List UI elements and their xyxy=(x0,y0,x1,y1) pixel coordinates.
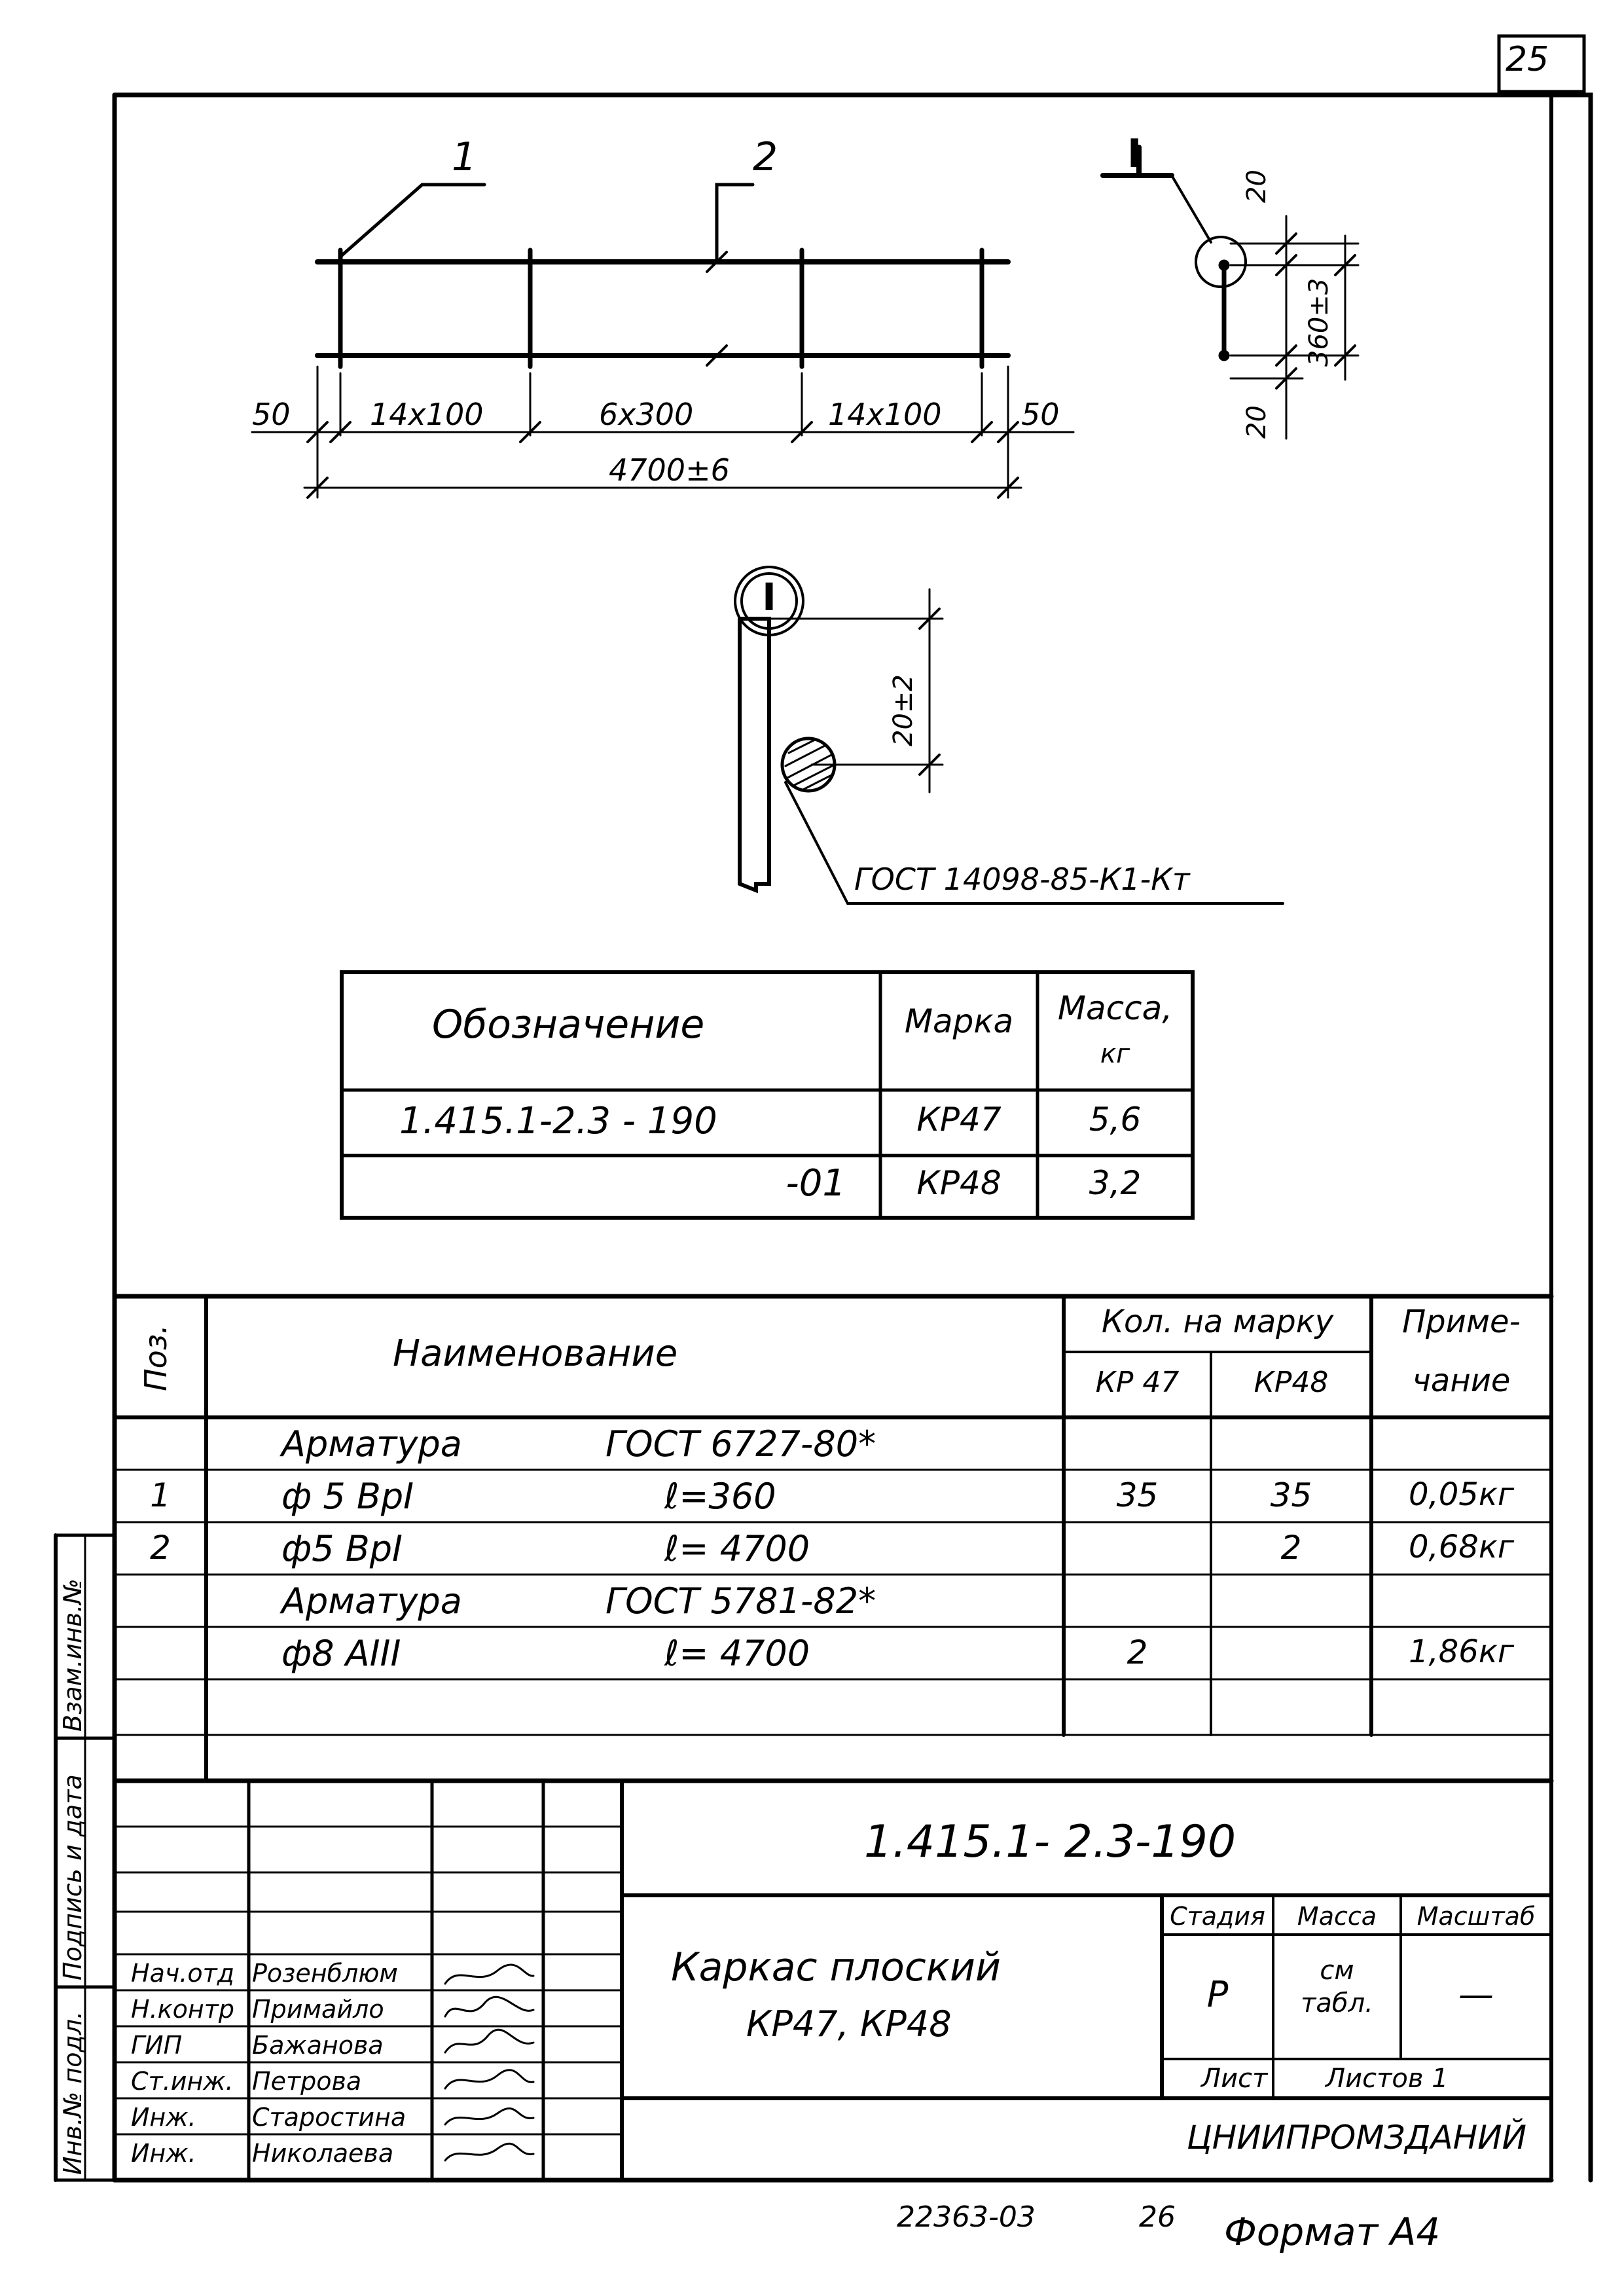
detail-mark: I xyxy=(762,575,776,619)
dimension-bottom: 20 xyxy=(1242,405,1272,439)
spec-param: ГОСТ 5781-82* xyxy=(605,1580,876,1622)
mark-table-header-mark: Марка xyxy=(904,1002,1014,1040)
person-role: Инж. xyxy=(131,2139,196,2168)
footer-code: 22363-03 xyxy=(897,2200,1036,2234)
spec-header-note-2: чание xyxy=(1412,1362,1511,1399)
spec-header-quantity: Кол. на марку xyxy=(1101,1303,1334,1340)
dimension-top: 20 xyxy=(1242,170,1272,203)
stage-value: Р xyxy=(1206,1974,1229,2015)
frame-top-right xyxy=(112,92,1593,2183)
organization-name: ЦНИИПРОМЗДАНИЙ xyxy=(1186,2119,1527,2157)
mark-table-designation: -01 xyxy=(785,1162,846,1205)
dimension-segment-1: 14x100 xyxy=(370,397,484,432)
person-name: Старостина xyxy=(252,2103,406,2132)
spec-pos: 1 xyxy=(150,1476,171,1514)
footer-format: Формат А4 xyxy=(1224,2210,1441,2254)
spec-name: Арматура xyxy=(281,1423,462,1465)
drawing-title-line-2: КР47, КР48 xyxy=(746,2003,952,2045)
dimension-right-end: 50 xyxy=(1021,397,1060,432)
table-row: ф8 АIII ℓ= 4700 2 1,86кг xyxy=(115,1627,1551,1679)
spec-note: 0,05кг xyxy=(1408,1476,1515,1513)
person-role: ГИП xyxy=(131,2031,183,2060)
mass-value-2: табл. xyxy=(1301,1988,1373,2018)
dimension-middle: 6x300 xyxy=(599,397,694,432)
person-role: Ст.инж. xyxy=(131,2067,234,2096)
dimension-total: 4700±6 xyxy=(609,452,730,488)
spec-header-name: Наименование xyxy=(393,1332,678,1375)
list-item: Инж. Старостина xyxy=(118,2100,432,2136)
person-name: Бажанова xyxy=(252,2031,384,2060)
mark-table-mark: КР47 xyxy=(916,1101,1001,1139)
stamp-replaced-inventory: Взам.инв.№ xyxy=(58,1578,87,1732)
table-row: Арматура ГОСТ 6727-80* xyxy=(115,1417,1551,1470)
list-item: Нач.отд Розенблюм xyxy=(118,1956,432,1992)
sheet-label: Лист xyxy=(1201,2064,1268,2094)
person-role: Н.контр xyxy=(131,1995,234,2024)
table-row: Арматура ГОСТ 5781-82* xyxy=(115,1575,1551,1627)
spec-name: ф5 ВрI xyxy=(281,1528,403,1569)
spec-param: ℓ= 4700 xyxy=(664,1528,810,1569)
dimension-left-end: 50 xyxy=(252,397,291,432)
spec-name: ф8 АIII xyxy=(281,1633,401,1674)
spec-param: ГОСТ 6727-80* xyxy=(605,1423,876,1465)
signatures-list: Нач.отд Розенблюм Н.контр Примайло ГИП Б… xyxy=(118,1956,432,2172)
list-item: Ст.инж. Петрова xyxy=(118,2064,432,2100)
spec-header-kr48: КР48 xyxy=(1254,1366,1329,1399)
mark-table-mass: 3,2 xyxy=(1089,1164,1142,1202)
list-item: Инж. Николаева xyxy=(118,2136,432,2172)
drawing-title-line-1: Каркас плоский xyxy=(671,1944,1001,1990)
spec-note: 1,86кг xyxy=(1408,1633,1515,1670)
person-role: Нач.отд xyxy=(131,1959,235,1988)
mark-table-designation: 1.415.1-2.3 - 190 xyxy=(399,1100,717,1142)
spec-qty-kr47: 2 xyxy=(1127,1633,1148,1671)
spec-qty-kr47: 35 xyxy=(1116,1476,1159,1514)
stage-label: Стадия xyxy=(1170,1902,1265,1931)
stamp-signature-date: Подпись и дата xyxy=(58,1774,87,1980)
person-name: Петрова xyxy=(252,2067,362,2096)
spec-param: ℓ=360 xyxy=(664,1476,776,1517)
spec-pos: 2 xyxy=(150,1529,171,1567)
mark-table-header-designation: Обозначение xyxy=(432,1002,705,1048)
detail-dimension: 20±2 xyxy=(888,674,918,746)
spec-param: ℓ= 4700 xyxy=(664,1633,810,1674)
weld-standard: ГОСТ 14098-85-К1-Кт xyxy=(854,862,1190,897)
spec-rows: Арматура ГОСТ 6727-80* 1 ф 5 ВрI ℓ=360 3… xyxy=(115,1417,1551,1679)
stamp-original-inventory: Инв.№ подл. xyxy=(58,2011,87,2175)
person-role: Инж. xyxy=(131,2103,196,2132)
position-1-label: 1 xyxy=(452,134,477,180)
sheets-label: Листов 1 xyxy=(1326,2064,1449,2094)
spec-header-kr47: КР 47 xyxy=(1095,1366,1180,1399)
mark-table-header-unit: кг xyxy=(1100,1039,1130,1069)
spec-name: Арматура xyxy=(281,1580,462,1622)
document-code: 1.415.1- 2.3-190 xyxy=(864,1816,1236,1868)
person-name: Николаева xyxy=(252,2139,394,2168)
section-mark: I xyxy=(1127,131,1142,177)
dimension-segment-3: 14x100 xyxy=(828,397,942,432)
person-name: Розенблюм xyxy=(252,1959,398,1988)
mass-label: Масса xyxy=(1297,1902,1377,1931)
spec-note: 0,68кг xyxy=(1408,1529,1515,1565)
mark-table-mass: 5,6 xyxy=(1089,1101,1142,1139)
spec-name: ф 5 ВрI xyxy=(281,1476,414,1517)
mark-table-header-mass: Масса, xyxy=(1057,989,1173,1027)
table-row: 2 ф5 ВрI ℓ= 4700 2 0,68кг xyxy=(115,1522,1551,1575)
footer-page: 26 xyxy=(1139,2200,1176,2234)
spec-qty-kr48: 35 xyxy=(1270,1476,1312,1514)
list-item: Н.контр Примайло xyxy=(118,1992,432,2028)
spec-header-note-1: Приме- xyxy=(1402,1303,1521,1340)
list-item: ГИП Бажанова xyxy=(118,2028,432,2064)
table-row: 1 ф 5 ВрI ℓ=360 35 35 0,05кг xyxy=(115,1470,1551,1522)
person-name: Примайло xyxy=(252,1995,384,2024)
dimension-height: 360±3 xyxy=(1304,278,1334,367)
spec-qty-kr48: 2 xyxy=(1280,1529,1302,1567)
mass-value-1: см xyxy=(1320,1956,1354,1986)
page-number: 25 xyxy=(1506,40,1549,79)
scale-value: — xyxy=(1458,1974,1494,2015)
position-2-label: 2 xyxy=(753,134,778,180)
page-number-box xyxy=(1497,34,1586,94)
spec-header-position: Поз. xyxy=(138,1324,173,1391)
scale-label: Масштаб xyxy=(1416,1902,1536,1931)
mark-table-mark: КР48 xyxy=(916,1164,1001,1202)
